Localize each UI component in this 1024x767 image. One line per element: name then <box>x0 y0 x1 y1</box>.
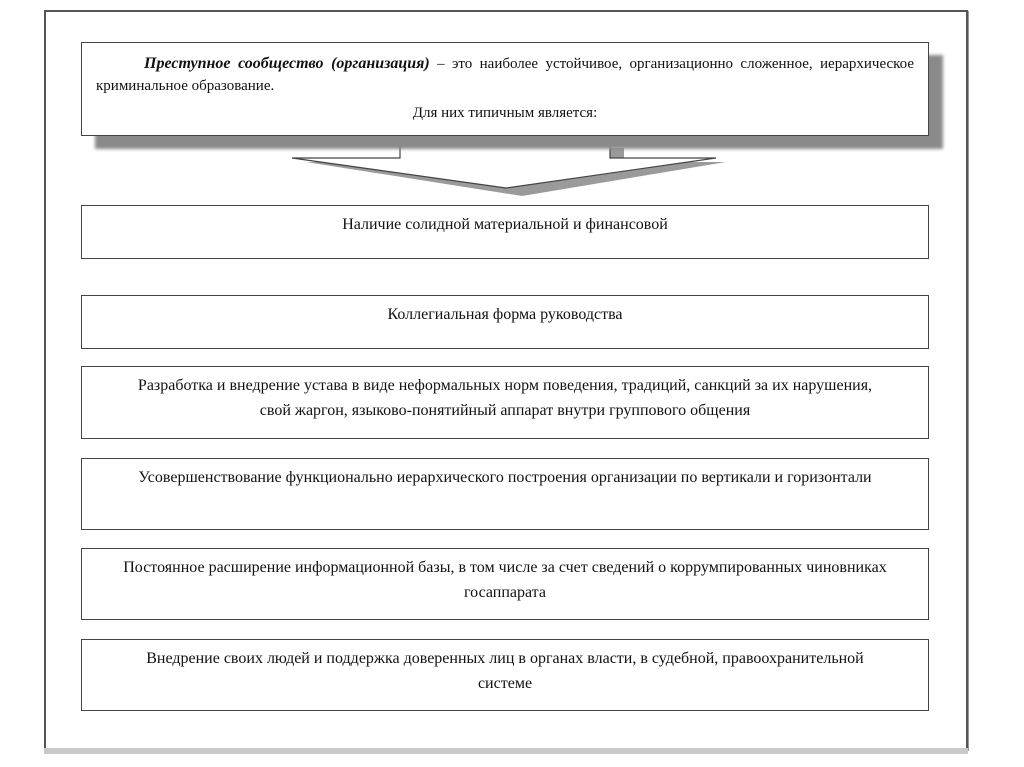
feature-text-3: Разработка и внедрение устава в виде неф… <box>137 377 873 419</box>
feature-box-1: Наличие солидной материальной и финансов… <box>81 205 929 259</box>
feature-box-5: Постоянное расширение информационной баз… <box>81 548 929 620</box>
definition-text: Преступное сообщество (организация) – эт… <box>96 53 914 97</box>
feature-box-4: Усовершенствование функционально иерархи… <box>81 458 929 530</box>
feature-text-6: Внедрение своих людей и поддержка довере… <box>146 650 864 692</box>
definition-body: – это наиболее устойчивое, организационн… <box>96 56 915 94</box>
feature-box-2: Коллегиальная форма руководства <box>81 295 929 349</box>
feature-text-1: Наличие солидной материальной и финансов… <box>342 216 668 233</box>
feature-text-5: Постоянное расширение информационной баз… <box>123 559 887 601</box>
definition-term: Преступное сообщество (организация) <box>144 55 430 72</box>
feature-text-4: Усовершенствование функционально иерархи… <box>138 469 872 486</box>
feature-box-6: Внедрение своих людей и поддержка довере… <box>81 639 929 711</box>
feature-box-3: Разработка и внедрение устава в виде неф… <box>81 366 929 439</box>
frame-shadow <box>44 748 968 754</box>
feature-text-2: Коллегиальная форма руководства <box>387 306 623 323</box>
definition-box: Преступное сообщество (организация) – эт… <box>81 42 929 136</box>
definition-subline: Для них типичным является: <box>412 105 598 121</box>
